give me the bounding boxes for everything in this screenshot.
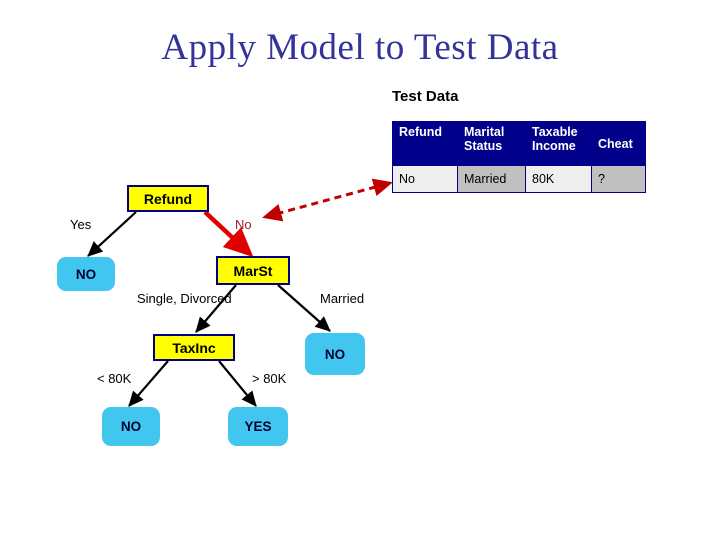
tree-leaf-gt80k-yes[interactable]: YES <box>228 407 288 446</box>
cell-marital-status: Married <box>457 165 526 193</box>
cell-taxable-income: 80K <box>525 165 592 193</box>
edge-taxinc-gt80k <box>218 360 257 407</box>
edge-label-refund-yes: Yes <box>70 217 92 232</box>
test-data-caption: Test Data <box>392 88 459 105</box>
tree-leaf-married-no[interactable]: NO <box>305 333 365 375</box>
column-header-marital-status: Marital Status <box>457 121 526 166</box>
highlight-connector-arrow <box>262 178 393 222</box>
tree-leaf-refund-yes-no[interactable]: NO <box>57 257 115 291</box>
tree-leaf-lt80k-no[interactable]: NO <box>102 407 160 446</box>
cell-cheat: ? <box>591 165 646 193</box>
test-data-table: Refund Marital Status Taxable Income Che… <box>392 121 646 193</box>
page-title: Apply Model to Test Data <box>161 27 559 68</box>
edge-label-marst-married: Married <box>320 291 365 306</box>
column-header-cheat: Cheat <box>591 121 646 166</box>
edge-label-taxinc-lt80k: < 80K <box>97 371 132 386</box>
table-header-row: Refund Marital Status Taxable Income Che… <box>392 121 646 166</box>
tree-node-refund[interactable]: Refund <box>127 185 209 212</box>
tree-node-marst[interactable]: MarSt <box>216 256 290 285</box>
table-row: No Married 80K ? <box>392 165 646 193</box>
edge-refund-yes <box>87 211 137 257</box>
edge-label-refund-no: No <box>235 217 252 232</box>
column-header-taxable-income: Taxable Income <box>525 121 592 166</box>
edge-label-taxinc-gt80k: > 80K <box>252 371 287 386</box>
column-header-refund: Refund <box>392 121 458 166</box>
edge-taxinc-lt80k <box>128 360 169 407</box>
tree-node-taxinc[interactable]: TaxInc <box>153 334 235 361</box>
edge-label-marst-single-divorced: Single, Divorced <box>137 291 232 306</box>
cell-refund: No <box>392 165 458 193</box>
